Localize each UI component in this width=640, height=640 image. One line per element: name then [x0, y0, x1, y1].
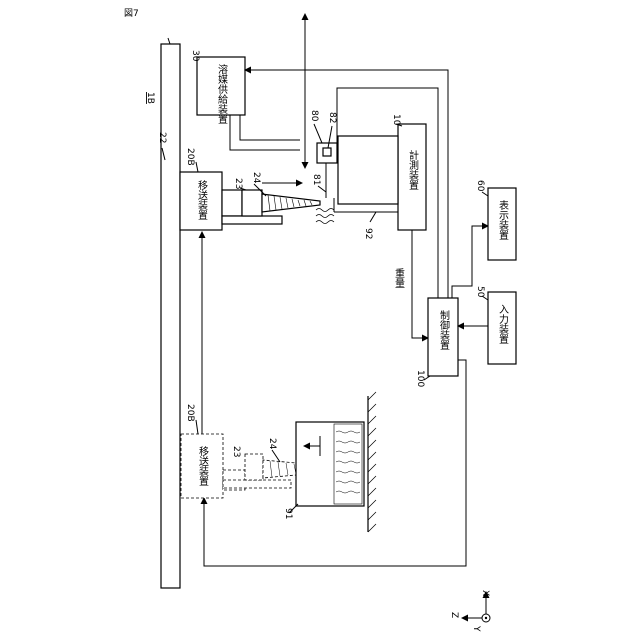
x-axis-label: X [480, 590, 490, 596]
liquid-92-ref: 92 [363, 228, 373, 239]
display-label: 表示装置 [497, 199, 509, 240]
measuring-ref: 10 [391, 114, 401, 126]
transfer-top-arm [222, 190, 242, 216]
transfer-bottom-rod [223, 480, 291, 488]
measuring-label: 計測装置 [407, 149, 419, 190]
measuring-stage [338, 136, 398, 204]
transfer-top-ref: 20B [185, 148, 195, 166]
part-23-top-ref: 23 [233, 178, 243, 189]
sensor-82-inner [323, 148, 331, 156]
nozzle-81-ref: 81 [311, 174, 321, 185]
sensor-80-ref: 80 [309, 110, 319, 122]
holder-23-bottom [245, 454, 263, 480]
display-ref: 60 [475, 180, 485, 192]
controller-label: 制御装置 [438, 309, 450, 350]
weight-signal-line [412, 230, 428, 338]
input-label: 入力装置 [497, 304, 509, 344]
y-axis-label: Y [471, 625, 481, 632]
transfer-top-rod [222, 216, 282, 224]
solvent-supply-ref: 30 [190, 50, 200, 62]
holder-23-top [242, 190, 262, 216]
controller-ref: 100 [415, 370, 425, 387]
liquid-91-ref: 91 [283, 508, 293, 519]
input-ref: 50 [475, 286, 485, 298]
transfer-bottom-ref: 20B [185, 404, 195, 422]
rail-ref: 22 [157, 132, 167, 143]
liquid-wave-92 [316, 209, 334, 224]
solvent-supply-label: 溶媒供給装置 [216, 63, 228, 124]
part-23-bottom-ref: 23 [231, 446, 241, 457]
sensor-82-ref: 82 [327, 112, 337, 123]
system-label: 1B [145, 92, 155, 104]
transfer-top-label: 移送装置 [196, 179, 208, 220]
transfer-bottom-label: 移送装置 [197, 445, 209, 486]
figure-label: 図7 [124, 8, 139, 19]
rail [161, 44, 180, 588]
z-axis-label: Z [449, 612, 459, 618]
part-24-bottom-ref: 24 [267, 438, 277, 450]
part-24-top-ref: 24 [251, 172, 261, 184]
weight-signal-label: 重量 [393, 267, 405, 288]
